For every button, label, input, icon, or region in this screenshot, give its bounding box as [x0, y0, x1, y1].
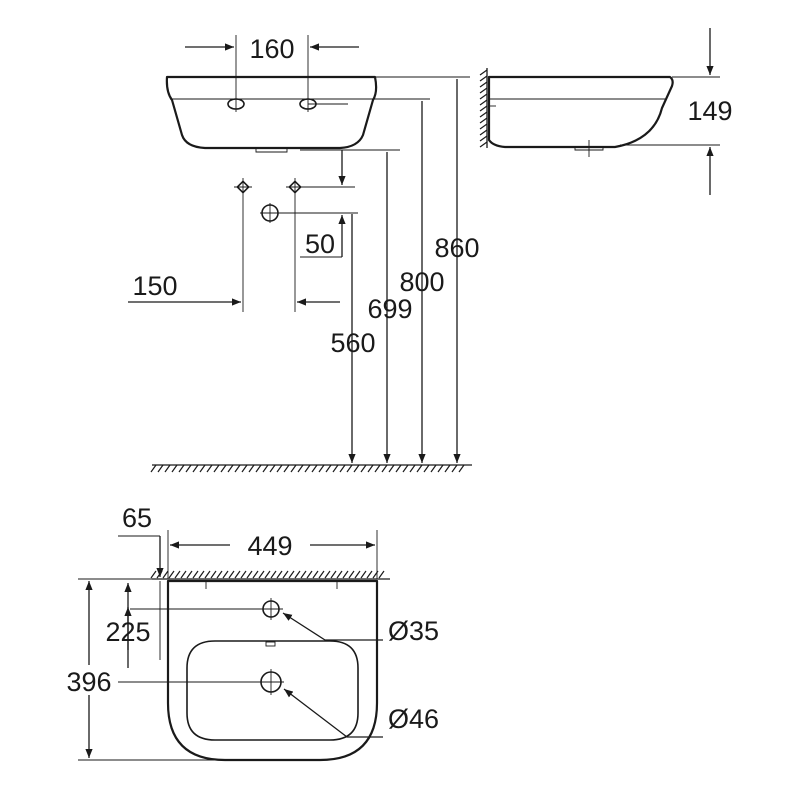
- dim-height-800: 800: [399, 267, 444, 297]
- dim-projection-225: 225: [105, 617, 150, 647]
- dim-wall-offset-65: 65: [122, 503, 152, 533]
- front-view: 160 150 50 560: [128, 34, 480, 473]
- label-waste-hole-dia: Ø46: [388, 704, 439, 734]
- dim-fixing-spacing: 150: [132, 271, 177, 301]
- fixing-point-left: [234, 178, 252, 196]
- dim-height-860: 860: [434, 233, 479, 263]
- basin-top-outline: [166, 579, 379, 762]
- dim-projection-396: 396: [66, 667, 111, 697]
- dim-offset-50: 50: [305, 229, 335, 259]
- label-tap-hole-dia: Ø35: [388, 616, 439, 646]
- dim-height-560: 560: [330, 328, 375, 358]
- basin-bowl: [186, 640, 359, 741]
- basin-front-body: [165, 75, 378, 150]
- dim-tap-hole-spacing: 160: [249, 34, 294, 64]
- dim-height-699: 699: [367, 294, 412, 324]
- basin-side-body: [487, 75, 674, 149]
- floor-line: [150, 464, 472, 473]
- top-view: 65 449 225 396 Ø35 Ø46: [66, 503, 439, 762]
- side-view: 149: [479, 28, 733, 195]
- dim-depth-149: 149: [687, 96, 732, 126]
- dim-width-449: 449: [247, 531, 292, 561]
- fixing-point-right: [286, 178, 304, 196]
